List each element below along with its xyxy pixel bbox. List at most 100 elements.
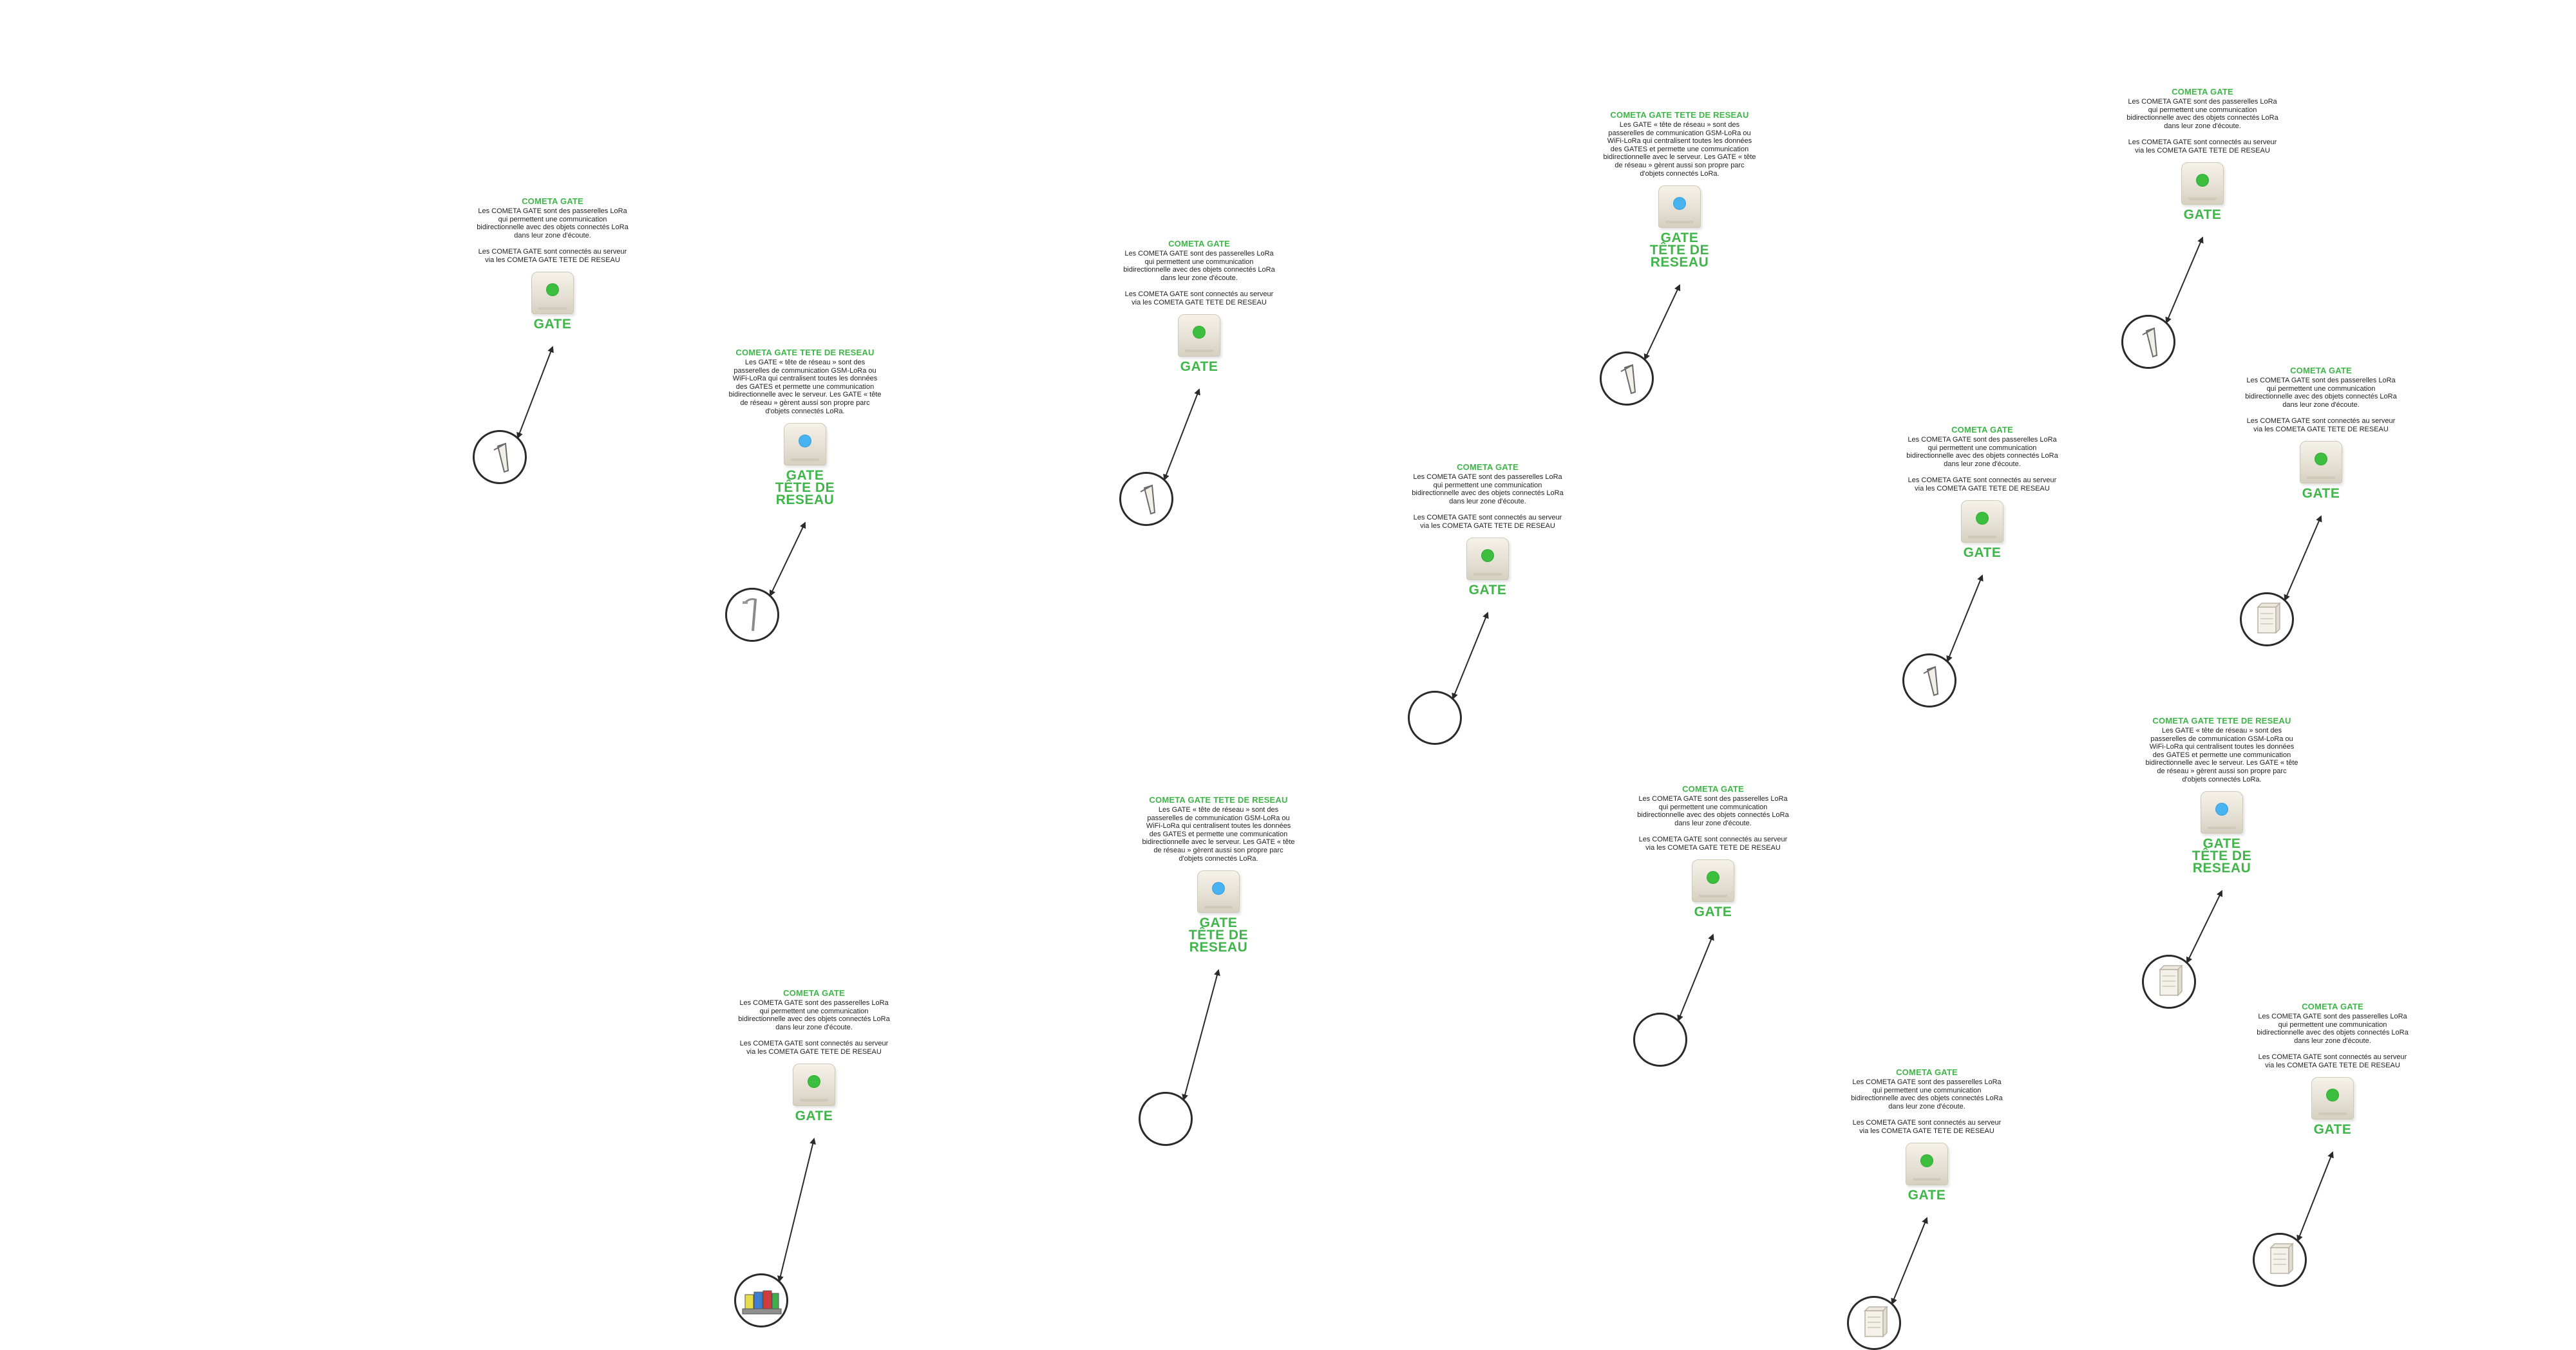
gateway-device-icon [793,1064,835,1107]
status-led-icon [2326,1089,2339,1102]
node-description: Les GATE « tête de réseau » sont des pas… [1603,121,1756,178]
blank-sensor-icon [1139,1092,1193,1146]
meter-sensor-icon [2121,315,2175,369]
node-label: GATE [1180,359,1218,375]
node-title: COMETA GATE [2172,87,2233,97]
node-description: Les GATE « tête de réseau » sont des pas… [1142,806,1295,863]
node-description: Les COMETA GATE sont des passerelles LoR… [1637,795,1789,852]
node-description: Les COMETA GATE sont des passerelles LoR… [2126,98,2278,155]
status-led-icon [2215,803,2228,816]
node-title: COMETA GATE [1951,425,2013,435]
node-description: Les COMETA GATE sont des passerelles LoR… [477,207,629,264]
node-title: COMETA GATE [1896,1067,1958,1077]
node-description: Les COMETA GATE sont des passerelles LoR… [1412,473,1564,530]
node-title: COMETA GATE TETE DE RESEAU [1149,795,1288,805]
gateway-device-icon [1178,314,1220,357]
bins-sensor-icon [734,1273,788,1327]
gateway-device-icon [1658,185,1701,229]
gateway-device-icon [2201,791,2243,834]
node-title: COMETA GATE [2290,366,2352,375]
node-title: COMETA GATE TETE DE RESEAU [1610,110,1749,120]
meter-sensor-icon [473,430,527,484]
connection-arrow [1182,969,1220,1101]
gateway-node-8: COMETA GATE Les COMETA GATE sont des pass… [2240,366,2401,500]
meter-sensor-icon [1119,472,1173,526]
connection-arrow [1946,574,1984,662]
node-label: GATE [1908,1188,1946,1203]
node-label: GATE TÊTE DE RESEAU [1649,230,1710,270]
gateway-node-3: COMETA GATE Les COMETA GATE sont des pass… [1119,239,1280,373]
node-label: GATE [533,317,572,332]
node-label: GATE [1963,545,2002,561]
connection-arrow [1163,388,1200,481]
blank-sensor-icon [1633,1013,1687,1067]
gateway-device-icon [1466,538,1509,581]
gateway-device-icon [2181,162,2224,205]
node-title: COMETA GATE [1682,784,1744,794]
node-description: Les COMETA GATE sont des passerelles LoR… [2257,1013,2409,1069]
node-description: Les COMETA GATE sont des passerelles LoR… [1906,436,2058,492]
connection-arrow [1677,933,1714,1022]
gateway-device-icon [1906,1143,1948,1186]
cube-sensor-icon [2253,1233,2307,1287]
node-label: GATE TÊTE DE RESEAU [775,468,835,508]
status-led-icon [1707,871,1719,885]
node-label: GATE TÊTE DE RESEAU [1188,915,1249,955]
status-led-icon [1481,549,1494,563]
node-label: GATE [1694,905,1732,920]
status-led-icon [2196,174,2209,187]
connection-arrow [2165,236,2204,324]
gateway-device-icon [784,423,826,466]
node-label: GATE [2313,1122,2352,1138]
meter-sensor-icon [1600,352,1654,406]
status-led-icon [2315,453,2327,466]
connection-arrow [1452,612,1489,700]
connection-arrow [2297,1151,2334,1242]
gateway-device-icon [2311,1077,2354,1120]
meter-sensor-icon [1902,653,1956,708]
status-led-icon [546,283,559,297]
node-description: Les COMETA GATE sont des passerelles LoR… [1851,1078,2003,1135]
connection-arrow [2186,890,2222,964]
node-label: GATE [1468,583,1507,598]
node-description: Les GATE « tête de réseau » sont des pas… [2145,727,2298,783]
node-label: GATE TÊTE DE RESEAU [2192,836,2252,876]
status-led-icon [808,1075,820,1089]
blank-sensor-icon [1408,691,1462,745]
status-led-icon [1193,326,1206,339]
status-led-icon [1976,512,1989,525]
connection-arrow [769,521,806,597]
node-description: Les GATE « tête de réseau » sont des pas… [728,359,882,415]
cube-sensor-icon [2142,955,2196,1009]
gateway-device-icon [1692,859,1734,903]
lamp-sensor-icon [725,588,779,642]
gateway-device-icon [2300,441,2342,484]
node-description: Les COMETA GATE sont des passerelles LoR… [2245,377,2397,433]
gateway-device-icon [1197,870,1240,914]
gateway-device-icon [531,272,574,315]
node-label: GATE [2302,486,2340,502]
cube-sensor-icon [1847,1296,1901,1350]
node-description: Les COMETA GATE sont des passerelles LoR… [1123,250,1275,306]
node-title: COMETA GATE [1457,462,1519,472]
node-description: Les COMETA GATE sont des passerelles LoR… [738,999,890,1056]
connection-arrow [1643,284,1681,361]
node-label: GATE [795,1109,833,1124]
node-title: COMETA GATE [1168,239,1230,248]
status-led-icon [799,435,811,448]
connection-arrow [1891,1217,1928,1305]
connection-arrow [777,1138,816,1282]
node-label: GATE [2183,207,2222,223]
node-title: COMETA GATE TETE DE RESEAU [2152,716,2291,726]
